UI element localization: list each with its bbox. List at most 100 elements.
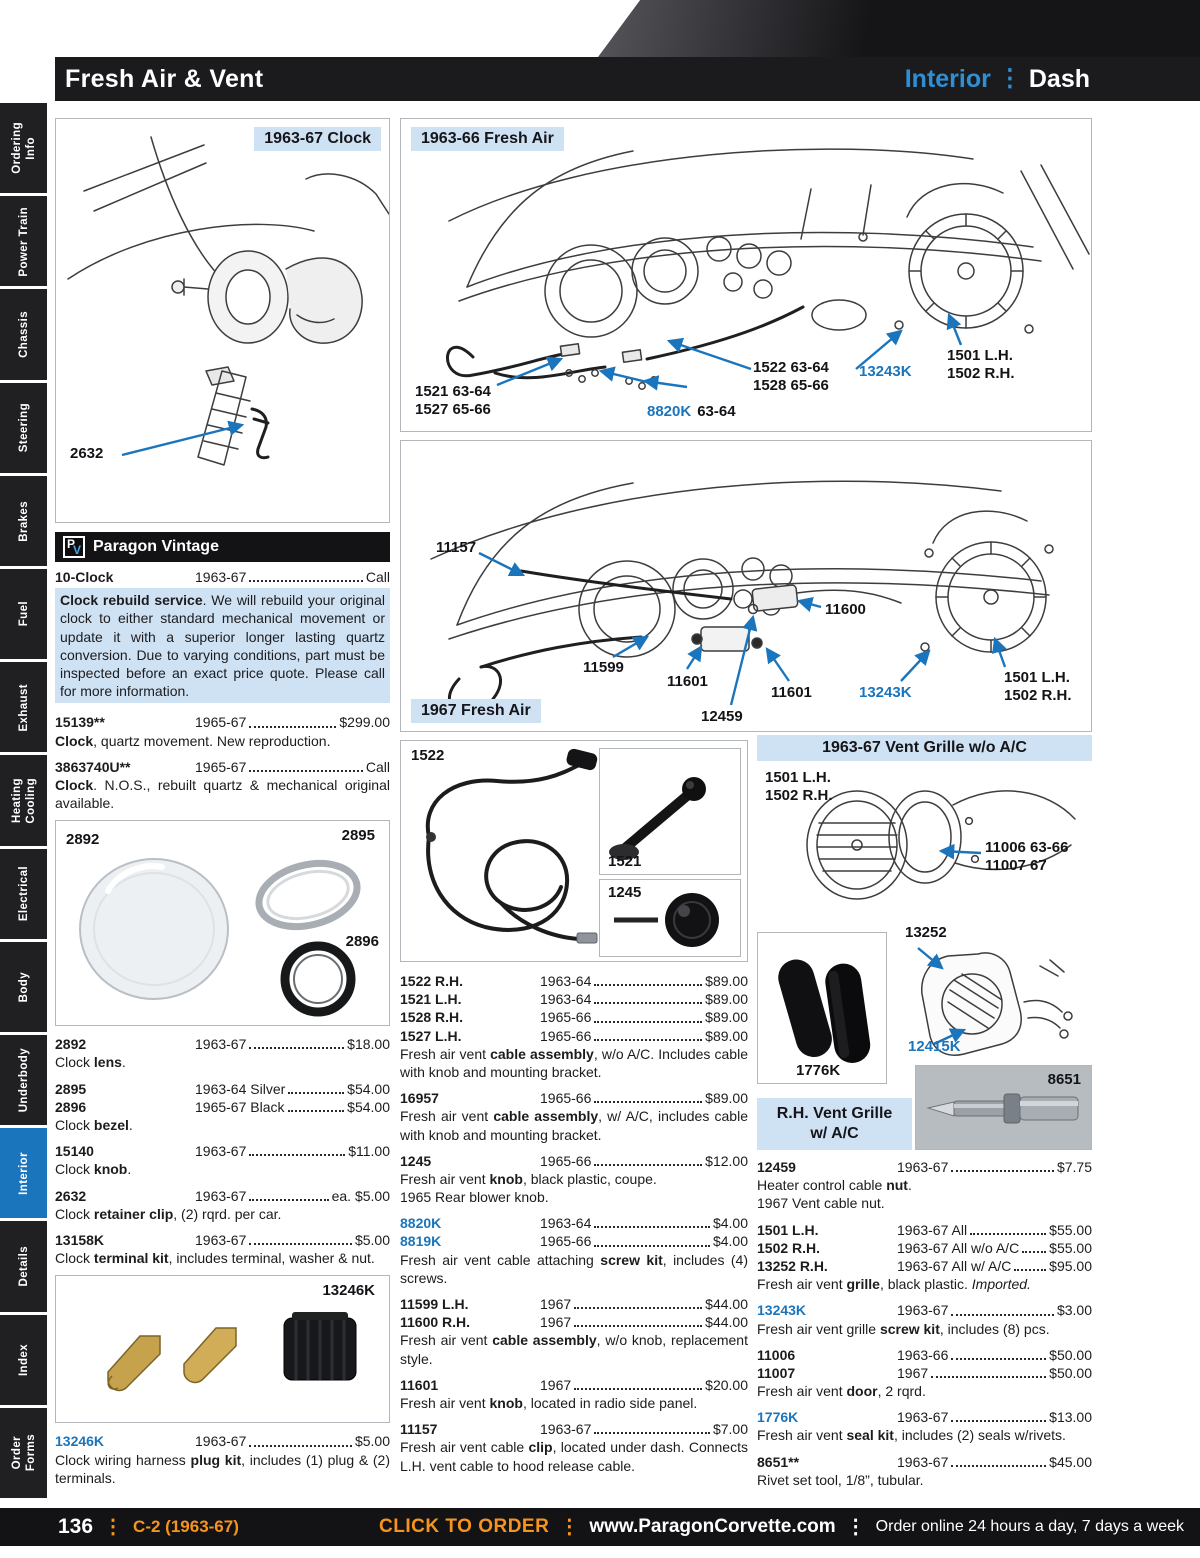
item-description: Fresh air vent grille screw kit, include… xyxy=(757,1320,1092,1338)
description-text: , includes terminal, washer & nut. xyxy=(168,1250,375,1267)
description-text: , black plastic. xyxy=(879,1276,972,1293)
sidebar-item-interior[interactable]: Interior xyxy=(0,1128,47,1219)
item-description: Heater control cable nut. xyxy=(757,1176,1092,1194)
price: $89.00 xyxy=(705,991,748,1008)
vent-grille-section: 1963-67 Vent Grille w/o A/C 1501 L.H. 15… xyxy=(757,735,1092,923)
part-number: 8820K xyxy=(647,402,692,420)
part-number: 11157 xyxy=(400,1421,438,1438)
sidebar-item-electrical[interactable]: Electrical xyxy=(0,848,47,939)
clock-lens-bezel-image xyxy=(79,858,361,1017)
fitment: 1965-66 xyxy=(540,1152,592,1169)
sidebar-item-label: Heating xyxy=(10,778,23,824)
description-text: 1967 Vent cable nut. xyxy=(757,1195,885,1212)
price: Call xyxy=(365,758,390,775)
description-text: , black plastic, coupe. xyxy=(522,1170,657,1187)
callout-11600: 11600 xyxy=(825,601,866,618)
description-text: Fresh air vent grille xyxy=(757,1320,880,1337)
price-row: 11599 L.H.1967$44.00 xyxy=(400,1295,748,1313)
callout-11006-11007: 11006 63-66 11007 67 xyxy=(985,839,1069,874)
photo-label-1245: 1245 xyxy=(608,884,642,901)
sidebar-item-underbody[interactable]: Underbody xyxy=(0,1035,47,1126)
description-text: bezel xyxy=(93,1117,129,1133)
description-text: retainer clip xyxy=(93,1205,174,1222)
rivet-tool-photo: 8651 xyxy=(915,1065,1092,1150)
sidebar-item-steering[interactable]: Steering xyxy=(0,382,47,473)
click-to-order-link[interactable]: CLICK TO ORDER xyxy=(379,1516,550,1537)
fitment: 1963-67 xyxy=(897,1409,949,1426)
callout-cable-rh: 1522 63-64 1528 65-66 xyxy=(753,359,829,394)
sidebar-item-exhaust[interactable]: Exhaust xyxy=(0,662,47,753)
fitment: 1963-67 xyxy=(195,1231,247,1248)
sidebar-item-details[interactable]: Details xyxy=(0,1221,47,1312)
dot-leader xyxy=(249,580,363,583)
description-text: , located in radio side panel. xyxy=(522,1394,698,1411)
knob-1521-photo: 1521 xyxy=(599,748,741,875)
description-text: Fresh air vent xyxy=(757,1276,847,1293)
dot-leader xyxy=(970,1232,1047,1235)
fresh-air-1967-tag: 1967 Fresh Air xyxy=(411,699,541,723)
sidebar-item-index[interactable]: Index xyxy=(0,1314,47,1405)
description-text: Fresh air vent xyxy=(757,1383,847,1400)
description-text: knob xyxy=(489,1170,523,1187)
callout-12415k: 12415K xyxy=(908,1038,961,1055)
dot-leader xyxy=(574,1307,703,1310)
part-number: 2896 xyxy=(55,1098,87,1115)
sidebar-item-label: Details xyxy=(17,1246,30,1287)
callout-12459: 12459 xyxy=(701,708,743,725)
paragon-vintage-bar: P V Paragon Vintage xyxy=(55,532,390,562)
sidebar-item-label: Cooling xyxy=(24,777,37,824)
part-number: 12459 xyxy=(757,1159,796,1175)
sidebar-item-body[interactable]: Body xyxy=(0,941,47,1033)
sidebar-item-fuel[interactable]: Fuel xyxy=(0,569,47,660)
description-text: nut xyxy=(886,1177,908,1194)
part-number: 3863740U** xyxy=(55,758,131,775)
item-description: Clock retainer clip, (2) rqrd. per car. xyxy=(55,1205,390,1223)
fitment: 1963-64 xyxy=(540,1215,592,1232)
sidebar-item-brakes[interactable]: Brakes xyxy=(0,475,47,567)
price: $45.00 xyxy=(1049,1453,1092,1470)
logo-letter-v: V xyxy=(72,543,81,557)
price: $3.00 xyxy=(1056,1302,1092,1319)
price: $7.75 xyxy=(1056,1159,1092,1175)
description-text: Clock xyxy=(55,1117,94,1133)
footer-divider-icon: ⋮ xyxy=(845,1516,866,1538)
page-title: Fresh Air & Vent xyxy=(65,64,264,93)
sidebar-item-chassis[interactable]: Chassis xyxy=(0,289,47,380)
website-link[interactable]: www.ParagonCorvette.com xyxy=(589,1516,836,1537)
sidebar-item-label: Body xyxy=(17,971,30,1003)
part-number: 1245 xyxy=(400,1152,432,1169)
callout-grille-1501-1502: 1501 L.H. 1502 R.H. xyxy=(1004,669,1072,704)
description-text: grille xyxy=(846,1276,880,1293)
fitment: 1963-67 xyxy=(897,1302,949,1319)
part-number: 11600 R.H. xyxy=(400,1314,471,1331)
item-description: Fresh air vent cable attaching screw kit… xyxy=(400,1251,748,1287)
part-number: 15139** xyxy=(55,714,105,731)
price-row: 1522 R.H.1963-64$89.00 xyxy=(400,972,748,990)
description-text: , located under dash. Connects L.H. vent… xyxy=(400,1439,748,1474)
photo-label-8651: 8651 xyxy=(1047,1071,1081,1088)
sidebar-item-power-train[interactable]: Power Train xyxy=(0,196,47,287)
price: $50.00 xyxy=(1049,1364,1092,1381)
callout-11157: 11157 xyxy=(436,539,477,556)
dot-leader xyxy=(1022,1250,1047,1253)
part-number: 13243K xyxy=(757,1302,807,1319)
description-text: Fresh air vent xyxy=(400,1332,493,1349)
dotted-divider-icon: ⋮ xyxy=(997,65,1022,93)
